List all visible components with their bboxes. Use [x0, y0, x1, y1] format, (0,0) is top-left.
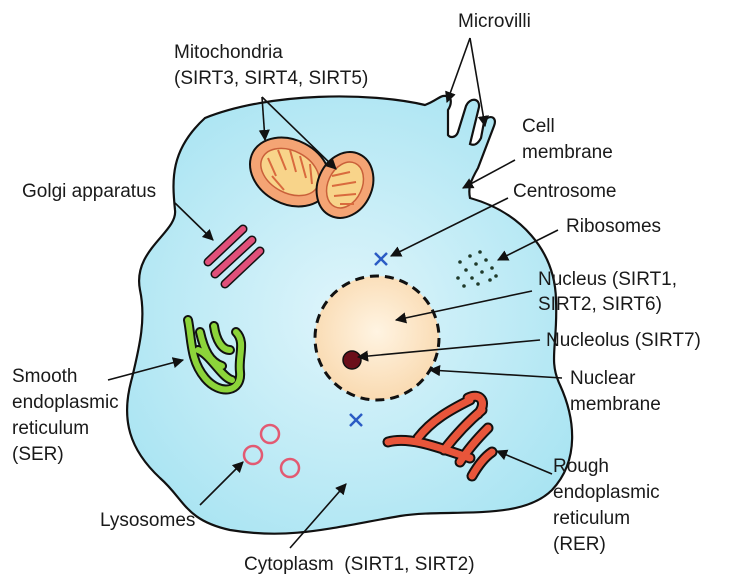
label-mitochondria: Mitochondria	[174, 42, 283, 63]
label-ribosomes: Ribosomes	[566, 216, 661, 237]
label-cell-membrane-2: membrane	[522, 142, 613, 163]
label-lysosomes: Lysosomes	[100, 510, 195, 531]
nucleus	[315, 276, 439, 400]
label-golgi: Golgi apparatus	[22, 181, 156, 202]
label-cell-membrane-1: Cell	[522, 116, 555, 137]
label-ser-1: Smooth	[12, 366, 77, 387]
label-nucleus-2: SIRT2, SIRT6)	[538, 294, 662, 315]
nucleolus	[343, 351, 361, 369]
label-rer-3: reticulum	[553, 508, 630, 529]
label-nuclear-membrane-1: Nuclear	[570, 368, 636, 389]
label-cytoplasm: Cytoplasm (SIRT1, SIRT2)	[244, 554, 475, 575]
label-ser-2: endoplasmic	[12, 392, 119, 413]
label-ser-4: (SER)	[12, 444, 64, 465]
label-microvilli: Microvilli	[458, 11, 531, 32]
label-mitochondria-sirt: (SIRT3, SIRT4, SIRT5)	[174, 68, 368, 89]
label-rer-1: Rough	[553, 456, 609, 477]
label-nucleus-1: Nucleus (SIRT1,	[538, 269, 677, 290]
label-nucleolus: Nucleolus (SIRT7)	[546, 330, 701, 351]
label-rer-4: (RER)	[553, 534, 606, 555]
label-rer-2: endoplasmic	[553, 482, 660, 503]
label-centrosome: Centrosome	[513, 181, 617, 202]
label-ser-3: reticulum	[12, 418, 89, 439]
label-nuclear-membrane-2: membrane	[570, 394, 661, 415]
arrow-microvilli-1	[447, 38, 470, 102]
